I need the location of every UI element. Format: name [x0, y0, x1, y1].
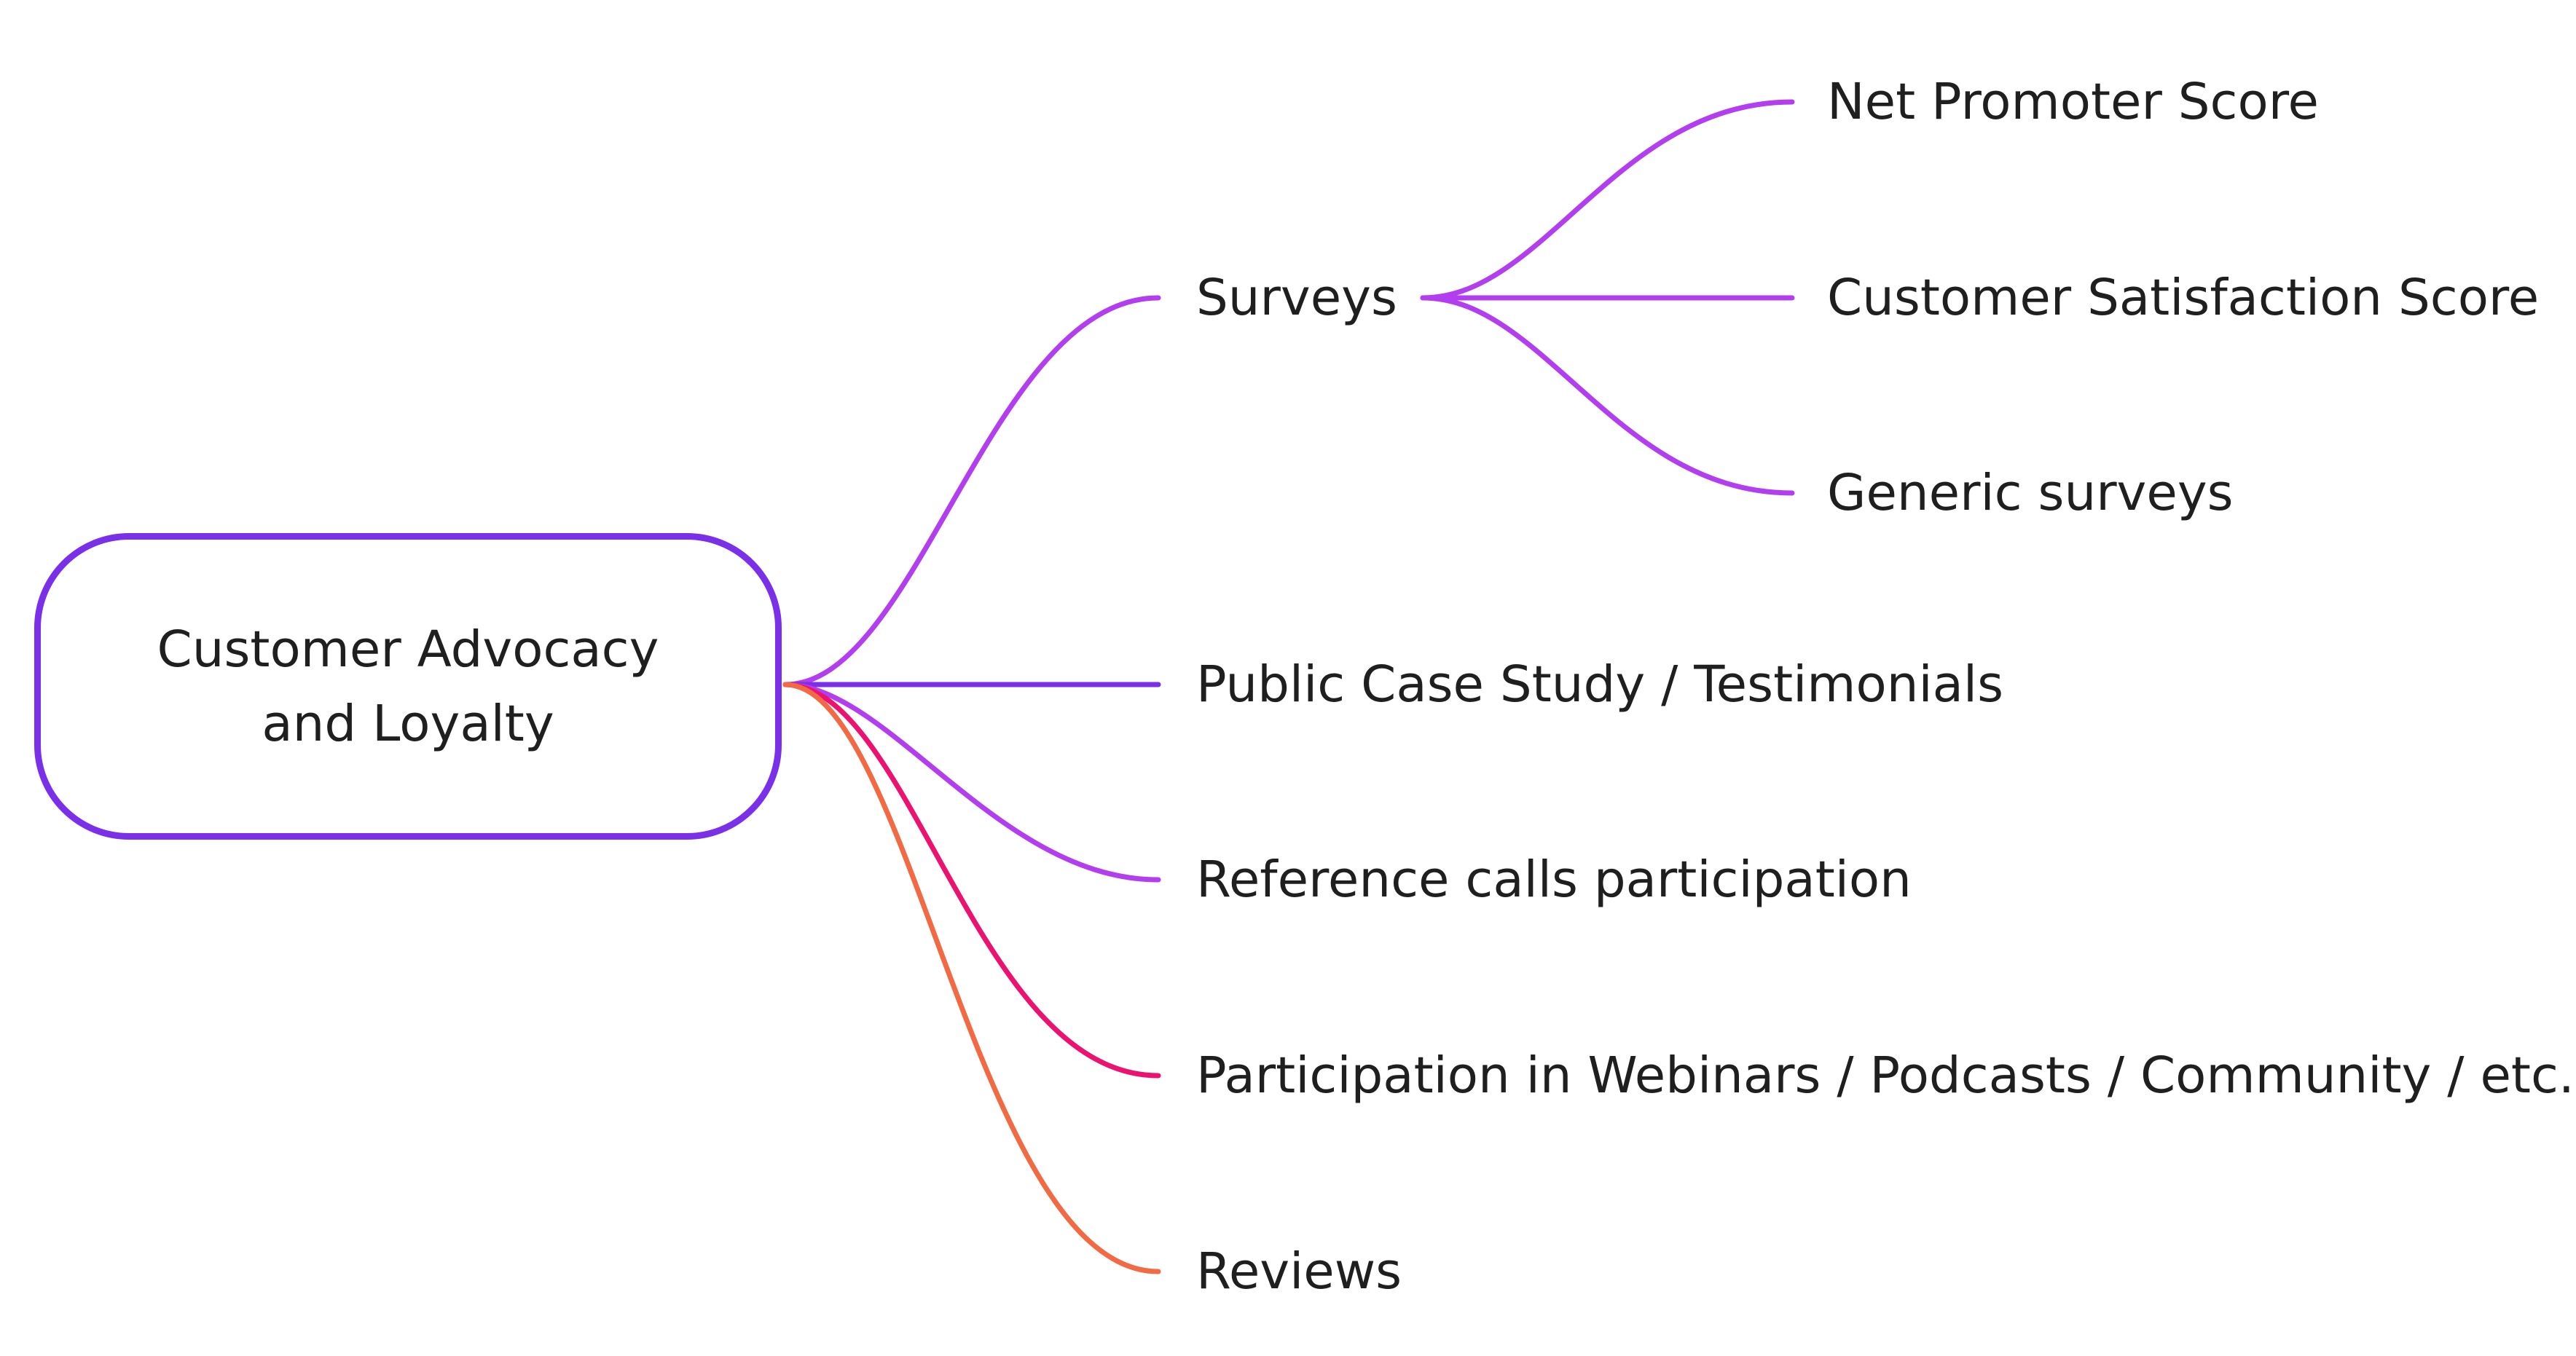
- root-node-label-line2: and Loyalty: [262, 694, 554, 753]
- connector-surveys: [782, 295, 1161, 687]
- node-net-promoter-score[interactable]: Net Promoter Score: [1827, 73, 2320, 131]
- connector-generic-surveys: [1420, 295, 1795, 496]
- root-node-label-line1: Customer Advocacy: [157, 620, 659, 679]
- node-reviews[interactable]: Reviews: [1196, 1242, 1402, 1301]
- node-public-case-study[interactable]: Public Case Study / Testimonials: [1196, 655, 2004, 714]
- node-customer-satisfaction-score[interactable]: Customer Satisfaction Score: [1827, 269, 2540, 327]
- root-node[interactable]: Customer Advocacy and Loyalty: [34, 533, 782, 840]
- connector-net-promoter: [1420, 99, 1795, 301]
- connector-reviews: [782, 682, 1161, 1274]
- node-generic-surveys[interactable]: Generic surveys: [1827, 464, 2234, 522]
- connector-participation: [782, 682, 1161, 1079]
- node-participation[interactable]: Participation in Webinars / Podcasts / C…: [1196, 1046, 2575, 1105]
- node-reference-calls[interactable]: Reference calls participation: [1196, 851, 1912, 909]
- connector-reference-calls: [782, 682, 1161, 883]
- node-surveys[interactable]: Surveys: [1196, 269, 1397, 327]
